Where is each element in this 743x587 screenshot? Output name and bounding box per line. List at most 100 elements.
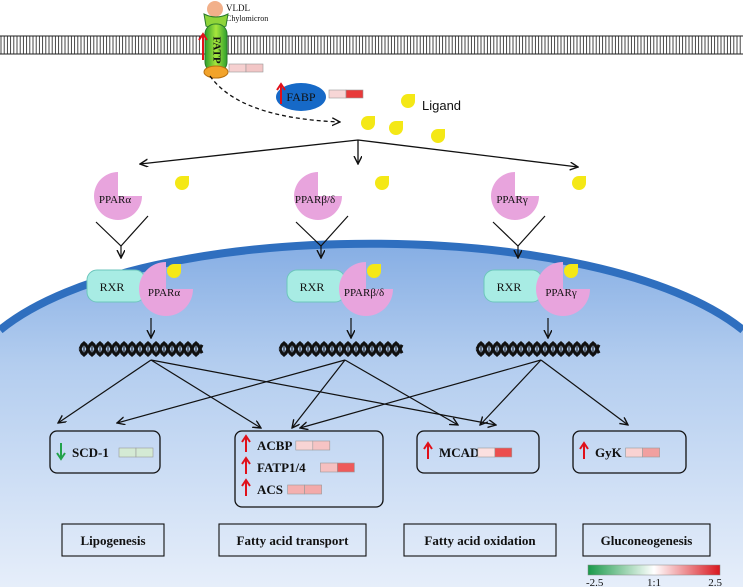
process-label: Fatty acid oxidation — [424, 533, 536, 548]
ppar-receptor-cyto — [94, 172, 142, 220]
gene-label: FATP1/4 — [257, 460, 306, 475]
ligand-molecule — [401, 94, 415, 108]
fold-change-cell — [337, 462, 355, 473]
binding-line — [95, 215, 149, 247]
fold-change-cell — [625, 447, 643, 458]
dna-helix — [475, 340, 601, 358]
gene-label: ACBP — [257, 438, 292, 453]
receptor-cyto-label: PPARβ/δ — [295, 194, 335, 206]
rxr-label: RXR — [300, 280, 325, 294]
fabp-fold-cell — [328, 89, 347, 99]
up-regulation-arrow — [423, 441, 433, 459]
gene-label: MCAD — [439, 445, 479, 460]
process-box-3: Fatty acid oxidation — [403, 523, 557, 557]
nucleus — [0, 243, 743, 587]
fatp-transporter: FATP — [203, 13, 229, 79]
ligand-molecule — [167, 264, 181, 278]
fatp-fold-cell — [228, 63, 247, 73]
nuclear-envelope — [0, 239, 743, 334]
scale-mid-label: 1:1 — [647, 577, 661, 587]
color-scale-bar — [587, 564, 721, 576]
fatp-fold-cell — [245, 63, 264, 73]
fold-change-cell — [295, 440, 314, 451]
distribution-arrows — [140, 139, 578, 167]
dna-helix — [278, 340, 404, 358]
receptor-nuclear-label: PPARγ — [545, 287, 577, 299]
process-box-1: Lipogenesis — [61, 523, 165, 557]
down-regulation-arrow — [56, 443, 66, 461]
dna-helix — [78, 340, 204, 358]
process-label: Gluconeogenesis — [601, 533, 693, 548]
ppar-receptor-cyto — [491, 172, 539, 220]
target-box-4: GyK — [572, 430, 687, 474]
ligand-label: Ligand — [422, 98, 461, 113]
binding-line — [492, 215, 546, 247]
fatp-label: FATP — [210, 36, 222, 63]
process-box-2: Fatty acid transport — [218, 523, 367, 557]
process-boxes: Lipogenesis Fatty acid transport Fatty aci… — [61, 523, 711, 557]
regulation-arrow — [150, 359, 261, 428]
ligand-molecule — [572, 176, 586, 190]
ligand-molecule — [361, 116, 375, 130]
ppar-receptor-nuclear — [339, 262, 393, 316]
process-label: Lipogenesis — [80, 533, 145, 548]
cell-membrane — [0, 34, 743, 56]
gene-label: SCD-1 — [72, 445, 109, 460]
regulation-arrow — [58, 359, 152, 423]
up-regulation-arrow — [579, 441, 589, 459]
ligand-molecule — [175, 176, 189, 190]
ppar-receptor-nuclear — [536, 262, 590, 316]
regulation-arrow — [300, 359, 542, 428]
regulation-arrow — [117, 359, 346, 423]
receptor-cyto-label: PPARα — [99, 194, 132, 206]
process-label: Fatty acid transport — [237, 533, 350, 548]
up-regulation-arrow — [241, 478, 251, 496]
target-box-3: MCAD — [416, 430, 540, 474]
fold-change-cell — [494, 447, 513, 458]
ligand-molecule — [389, 121, 403, 135]
receptor-cyto-label: PPARγ — [496, 194, 528, 206]
regulation-arrow — [480, 359, 542, 425]
vldl-label: VLDL — [226, 3, 250, 13]
scale-max-label: 2.5 — [708, 577, 722, 587]
scale-min-label: -2.5 — [586, 577, 604, 587]
ligand-molecule — [564, 264, 578, 278]
ligand-cluster — [361, 94, 445, 143]
ppar-receptor-cyto — [294, 172, 342, 220]
lipoprotein-particle — [207, 1, 223, 17]
fabp-fold-cell — [345, 89, 364, 99]
up-regulation-arrow — [241, 434, 251, 452]
rxr-label: RXR — [497, 280, 522, 294]
fatp-up-arrow — [198, 32, 208, 60]
rxr-label: RXR — [100, 280, 125, 294]
fabp-label: FABP — [286, 90, 315, 104]
fold-change-cell — [118, 447, 137, 458]
receptor-nuclear-label: PPARα — [148, 287, 181, 299]
regulation-arrows — [58, 359, 628, 428]
fold-change-cell — [642, 447, 660, 458]
ppar-receptor-nuclear — [139, 262, 193, 316]
fold-change-cell — [287, 484, 305, 495]
transport-dashed-arrow — [209, 75, 340, 122]
fold-change-cell — [477, 447, 496, 458]
regulation-arrow — [540, 359, 628, 425]
color-scale-legend: -2.5 1:1 2.5 — [586, 564, 723, 587]
target-box-1: SCD-1 — [49, 430, 161, 474]
receptor-nuclear-label: PPARβ/δ — [344, 287, 384, 299]
process-box-4: Gluconeogenesis — [582, 523, 711, 557]
gene-label: GyK — [595, 445, 623, 460]
up-regulation-arrow — [241, 456, 251, 474]
ligand-molecule — [367, 264, 381, 278]
fold-change-cell — [312, 440, 331, 451]
fold-change-cell — [304, 484, 322, 495]
fabp-up-arrow — [276, 82, 286, 104]
ligand-molecule — [375, 176, 389, 190]
fabp-protein — [276, 83, 326, 111]
gene-label: ACS — [257, 482, 283, 497]
